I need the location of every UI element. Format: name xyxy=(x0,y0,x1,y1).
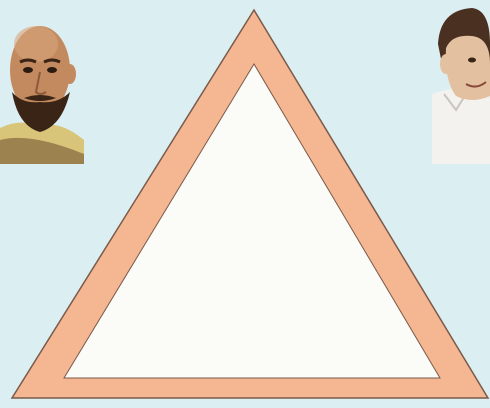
triangle-inner-area xyxy=(64,64,440,378)
